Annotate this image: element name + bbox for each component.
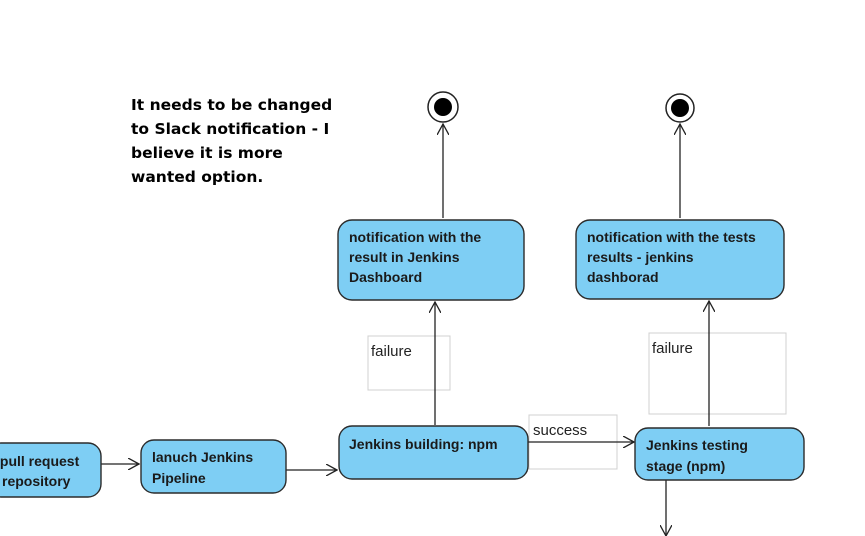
note-line: wanted option.	[131, 168, 263, 186]
node-label: Dashboard	[349, 269, 422, 285]
node-label: stage (npm)	[646, 458, 725, 474]
comment-note: It needs to be changed to Slack notifica…	[131, 96, 332, 186]
note-line: believe it is more	[131, 144, 283, 162]
node-notification-dashboard[interactable]: notification with the result in Jenkins …	[337, 219, 525, 301]
node-label: notification with the	[349, 229, 481, 245]
final-state-left	[427, 91, 459, 123]
node-label: dashborad	[587, 269, 659, 285]
node-label: notification with the tests	[587, 229, 756, 245]
node-label: results - jenkins	[587, 249, 694, 265]
edge-label-failure-right: failure	[648, 332, 787, 415]
note-line: It needs to be changed	[131, 96, 332, 114]
node-pull-request[interactable]: /pull request repository	[0, 442, 102, 498]
node-label: lanuch Jenkins	[152, 449, 253, 465]
edge-label-failure-left: failure	[367, 335, 451, 391]
node-notification-tests[interactable]: notification with the tests results - je…	[575, 219, 785, 300]
node-label: /pull request	[0, 453, 80, 469]
final-state-right	[665, 93, 695, 123]
node-label: repository	[2, 473, 71, 489]
note-line: to Slack notification - I	[131, 120, 329, 138]
node-label: result in Jenkins	[349, 249, 460, 265]
node-jenkins-building[interactable]: Jenkins building: npm	[338, 425, 529, 480]
failure-label: failure	[371, 343, 412, 360]
success-label: success	[533, 422, 587, 439]
node-launch-pipeline[interactable]: lanuch Jenkins Pipeline	[140, 439, 287, 494]
node-label: Jenkins building: npm	[349, 436, 498, 452]
node-label: Pipeline	[152, 470, 206, 486]
failure-label: failure	[652, 340, 693, 357]
node-jenkins-testing[interactable]: Jenkins testing stage (npm)	[634, 427, 805, 481]
node-label: Jenkins testing	[646, 437, 748, 453]
